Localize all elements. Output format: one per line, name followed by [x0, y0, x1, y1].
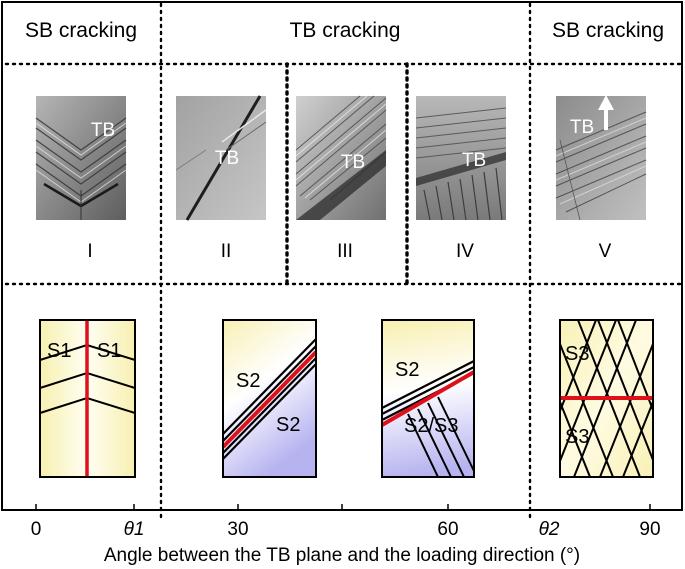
micrograph-i-tb-label: TB — [91, 120, 115, 141]
tick-30: 30 — [227, 519, 248, 540]
micrograph-v-tb-label: TB — [570, 117, 594, 138]
label-s1-right: S1 — [97, 340, 121, 362]
label-s2-s3: S2/S3 — [404, 415, 458, 437]
schematic-i — [39, 319, 136, 478]
label-s2-lower-ii: S2 — [276, 414, 300, 436]
micrograph-i-numeral: I — [87, 241, 92, 262]
header-tb-cracking: TB cracking — [290, 19, 401, 42]
micrograph-iii-tb-label: TB — [341, 152, 365, 173]
micrograph-v-numeral: V — [599, 241, 612, 262]
axis-ticks — [35, 504, 651, 510]
schematic-iv — [381, 319, 475, 478]
x-axis-label: Angle between the TB plane and the loadi… — [104, 545, 580, 566]
tick-90: 90 — [639, 519, 660, 540]
tick-theta1: θ1 — [124, 519, 145, 540]
micrograph-ii — [175, 95, 267, 221]
loading-arrow-icon — [598, 95, 614, 130]
micrograph-ii-numeral: II — [221, 241, 232, 262]
label-s3-upper: S3 — [565, 343, 589, 365]
dotted-grid — [4, 2, 682, 524]
micrograph-v — [555, 96, 647, 221]
tick-0: 0 — [31, 519, 42, 540]
tick-theta2: θ2 — [539, 519, 560, 540]
label-s2-upper-iv: S2 — [395, 359, 419, 381]
label-s3-lower: S3 — [565, 426, 589, 448]
header-sb-cracking-left: SB cracking — [25, 19, 137, 42]
schematic-ii — [221, 319, 318, 478]
micrograph-ii-tb-label: TB — [215, 148, 239, 169]
schematic-v — [559, 319, 654, 478]
micrograph-i — [35, 96, 127, 220]
micrograph-iii — [295, 95, 387, 220]
micrograph-iv-tb-label: TB — [462, 150, 486, 171]
tick-60: 60 — [437, 519, 458, 540]
micrograph-iv-numeral: IV — [456, 241, 474, 262]
label-s2-upper-ii: S2 — [236, 370, 260, 392]
micrograph-iii-numeral: III — [337, 241, 353, 262]
label-s1-left: S1 — [47, 340, 71, 362]
micrograph-iv — [415, 96, 507, 221]
header-sb-cracking-right: SB cracking — [552, 19, 664, 42]
